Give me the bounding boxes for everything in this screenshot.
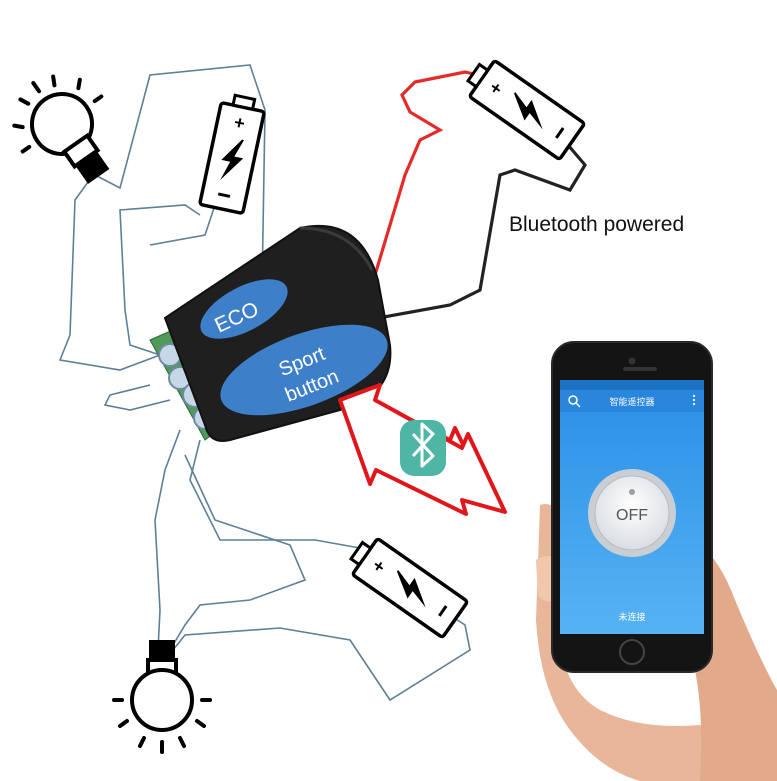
search-icon[interactable] xyxy=(568,395,581,408)
light-bulb-icon xyxy=(12,74,110,184)
bluetooth-powered-caption: Bluetooth powered xyxy=(509,213,685,236)
battery-icon: + xyxy=(465,59,586,161)
light-bulb-icon xyxy=(112,640,212,754)
controller-module xyxy=(149,224,392,442)
app-title: 智能遥控器 xyxy=(609,396,654,408)
smartphone xyxy=(551,341,713,673)
svg-text:+: + xyxy=(232,112,246,134)
bluetooth-icon xyxy=(411,422,435,468)
wireless-link-arrow xyxy=(338,383,507,516)
power-wires xyxy=(370,70,587,320)
battery-icon: + xyxy=(198,93,266,215)
more-options-icon[interactable] xyxy=(692,394,696,406)
power-button[interactable] xyxy=(588,469,676,557)
battery-icon: + xyxy=(348,537,469,639)
power-button-label[interactable]: OFF xyxy=(616,507,648,524)
connection-status: 未连接 xyxy=(618,611,645,623)
